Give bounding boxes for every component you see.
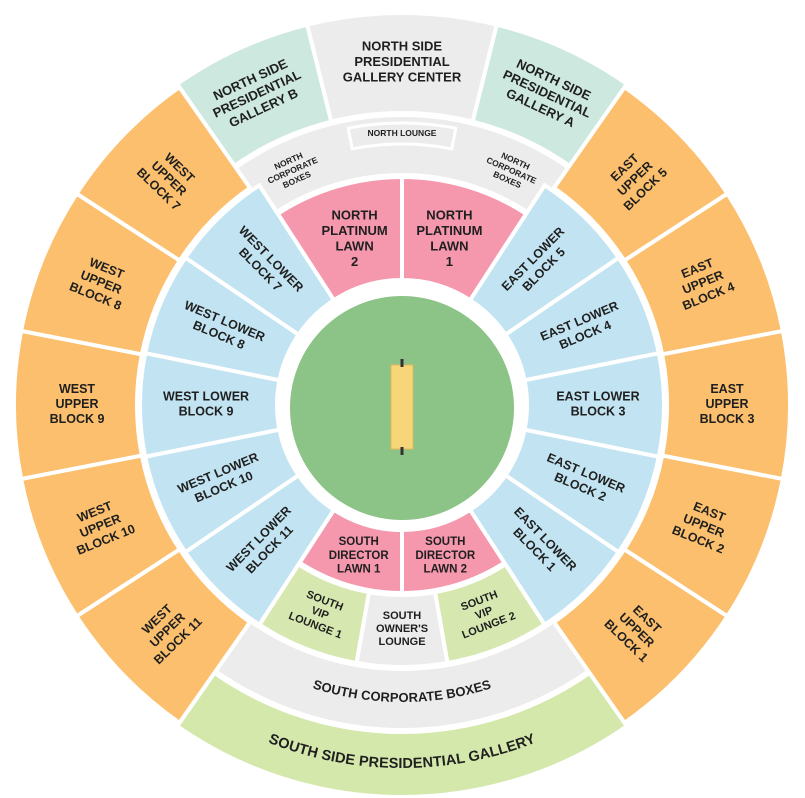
stumps-north-icon (400, 359, 404, 367)
east-lower-block-1[interactable] (467, 472, 622, 628)
label-line: BLOCK 9 (50, 412, 105, 426)
label-line: LOUNGE (378, 636, 425, 648)
label-line: NORTH (426, 208, 472, 223)
label-line: DIRECTOR (415, 550, 476, 562)
south-side-presidential-gallery[interactable] (174, 670, 630, 798)
south-director-lawn-1-label: SOUTH DIRECTOR LAWN 1 (329, 536, 390, 576)
label-line: PRESIDENTIAL (354, 54, 449, 69)
north-lounge[interactable] (346, 121, 458, 151)
cricket-field (279, 285, 525, 531)
label-line: 1 (446, 255, 453, 270)
label-line: EAST LOWER (556, 390, 639, 404)
label-line: LAWN 1 (337, 564, 381, 576)
label-line: DIRECTOR (329, 550, 390, 562)
west-upper-block-11[interactable] (73, 546, 253, 726)
label-line: SOUTH (339, 536, 379, 548)
west-upper-block-8[interactable] (18, 190, 183, 357)
north-lounge-label: NORTH LOUNGE (368, 128, 437, 138)
west-upper-block-9[interactable] (12, 328, 145, 482)
label-line: VIP (310, 605, 331, 623)
label-line: PLATINUM (321, 223, 387, 238)
label-line: PLATINUM (416, 223, 482, 238)
label-line: UPPER (705, 397, 748, 411)
seating-sections (12, 11, 792, 798)
label-line: NORTH SIDE (362, 39, 443, 54)
label-line: SOUTH (425, 536, 465, 548)
label-line: SOUTH (383, 610, 422, 622)
south-director-lawn-2-label: SOUTH DIRECTOR LAWN 2 (415, 536, 476, 576)
west-lower-block-7[interactable] (182, 182, 337, 338)
label-line: NORTH (331, 208, 377, 223)
west-lower-block-9[interactable] (138, 350, 282, 460)
label-line: UPPER (55, 397, 98, 411)
label-line: NORTH LOUNGE (368, 128, 437, 138)
label-line: WEST (59, 382, 95, 396)
west-lower-block-10[interactable] (142, 427, 302, 556)
label-line: OWNER'S (376, 623, 428, 635)
west-upper-block-7[interactable] (73, 84, 253, 264)
label-line: 2 (351, 255, 358, 270)
stumps-south-icon (400, 447, 404, 455)
label-line: VIP (474, 605, 495, 623)
west-lower-block-8[interactable] (142, 254, 302, 383)
label-line: EAST (710, 382, 744, 396)
label-line: WEST LOWER (163, 390, 249, 404)
north-gallery-a-label: NORTH SIDEPRESIDENTIALGALLERY A (494, 53, 600, 135)
east-upper-block-1[interactable] (551, 546, 731, 726)
label-line: LAWN (430, 239, 468, 254)
west-upper-block-10[interactable] (18, 453, 183, 620)
label-line: LAWN (335, 239, 373, 254)
label-line: GALLERY CENTER (343, 70, 462, 85)
label-line: LAWN 2 (424, 564, 467, 576)
label-line: BLOCK 3 (700, 412, 755, 426)
pitch-strip (390, 364, 414, 450)
label-line: BLOCK 3 (571, 405, 626, 419)
label-line: BLOCK 9 (179, 405, 234, 419)
